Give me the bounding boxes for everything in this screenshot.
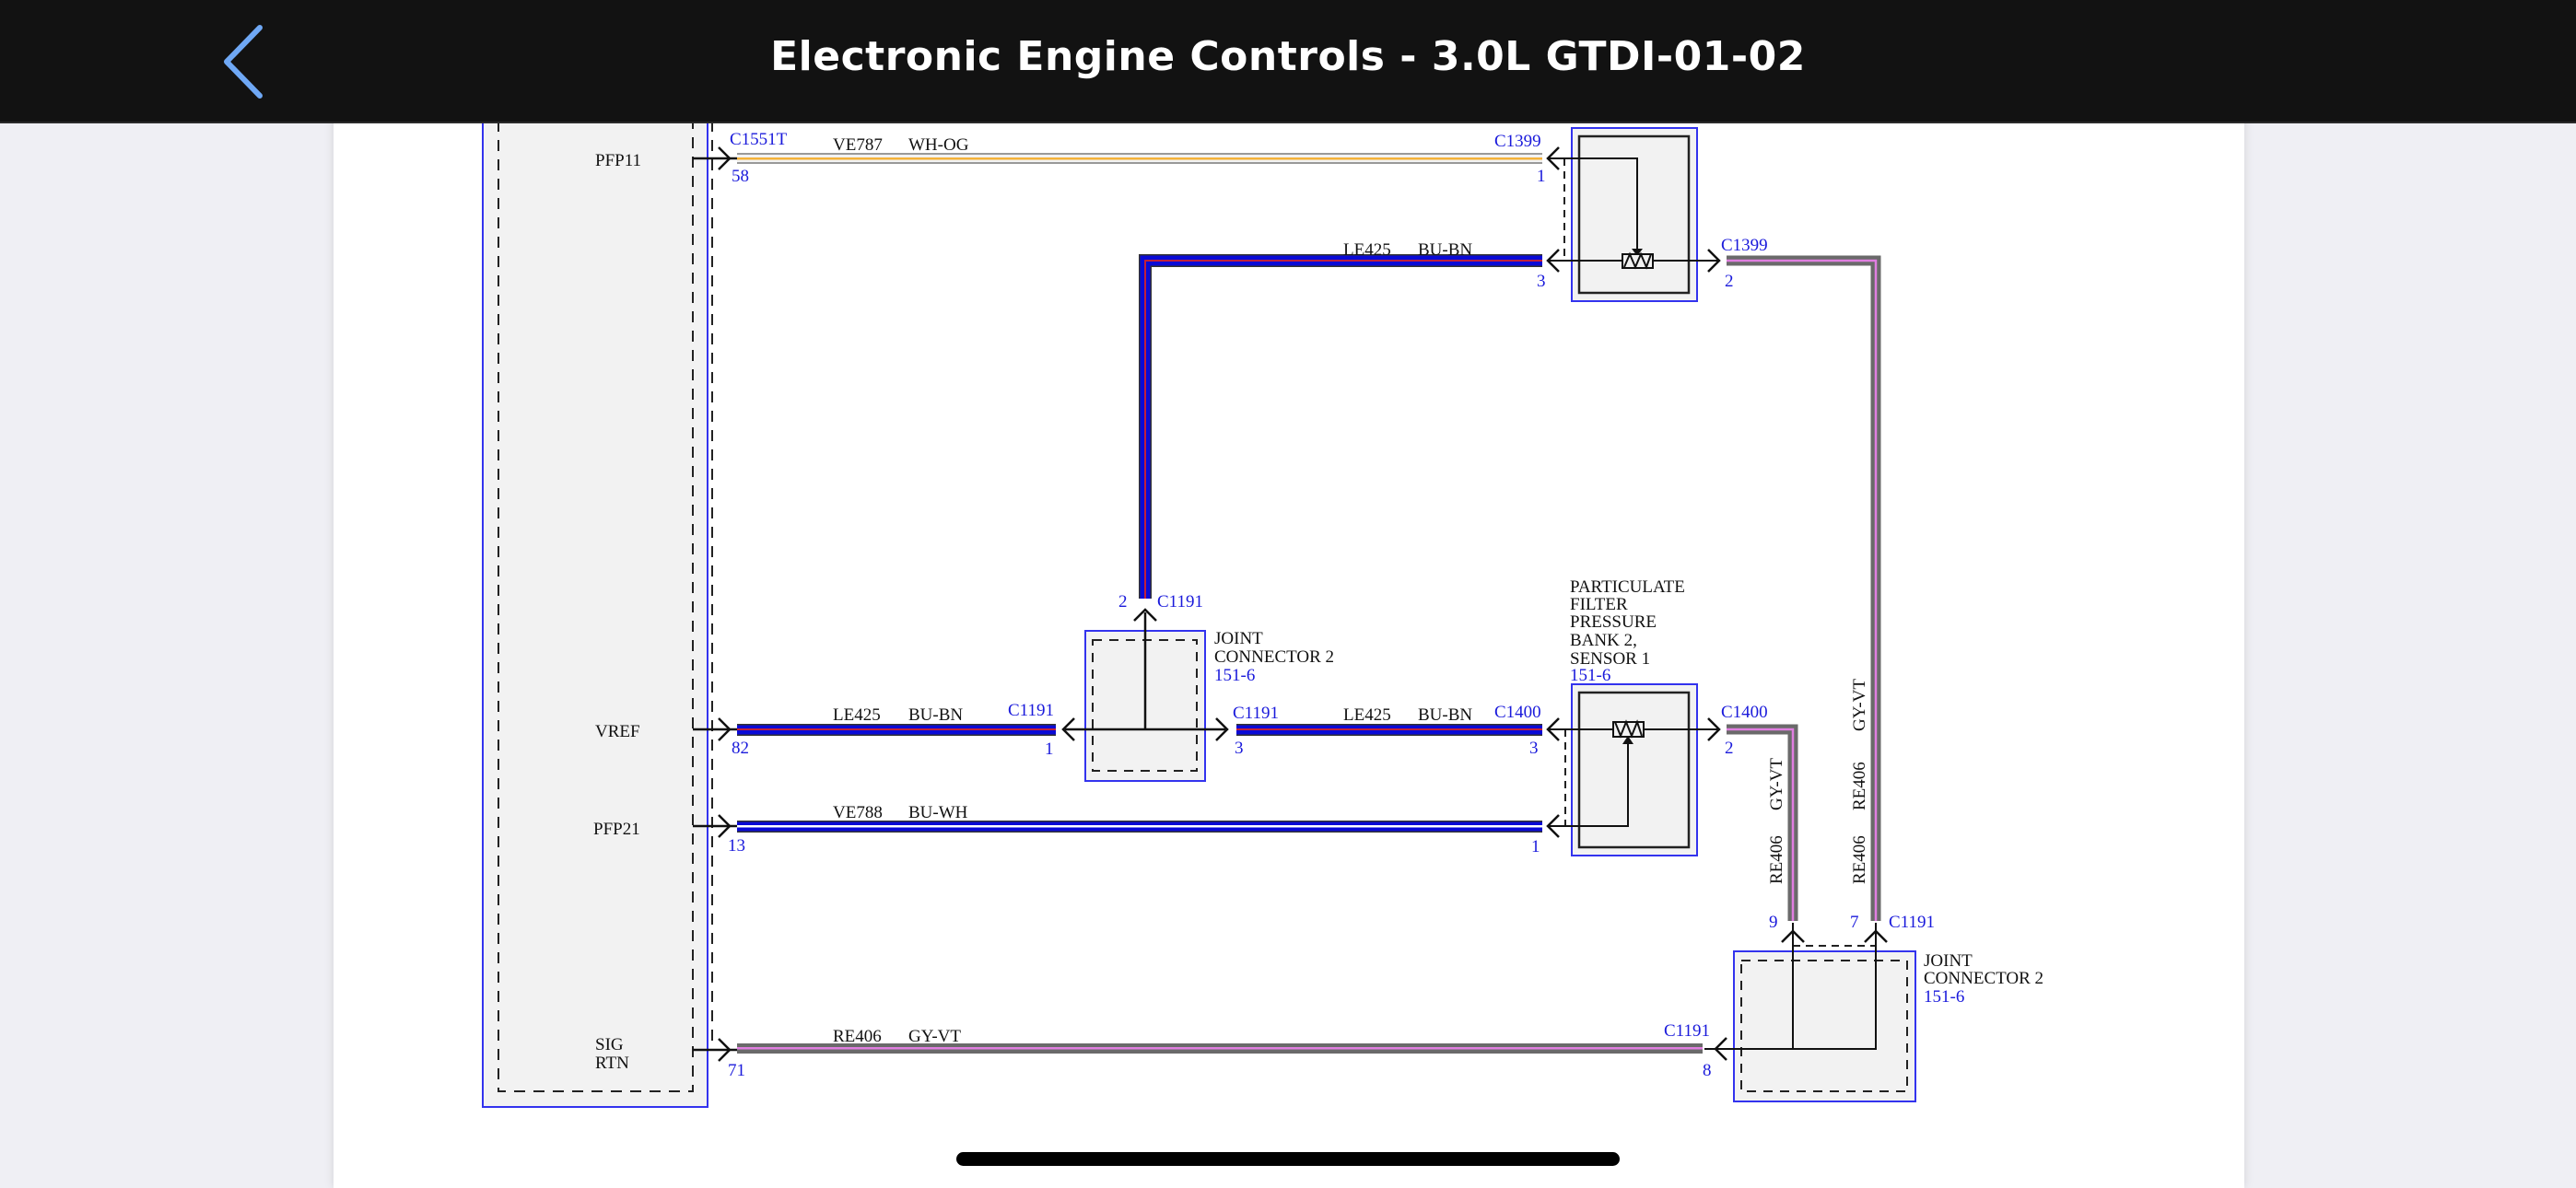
wire-re406-c1400[interactable] — [1727, 724, 1798, 921]
pin-number: 58 — [732, 167, 749, 186]
wire-ve787[interactable] — [737, 153, 1542, 164]
pin-number: 8 — [1703, 1061, 1712, 1080]
wire-color-label: GY-VT — [1850, 679, 1869, 731]
sensor-name: BANK 2, — [1570, 631, 1637, 650]
pin-number: 71 — [728, 1061, 745, 1080]
pin-number: 2 — [1725, 739, 1734, 758]
pin-number: 1 — [1045, 740, 1054, 759]
page-title: Electronic Engine Controls - 3.0L GTDI-0… — [770, 33, 1806, 80]
connector-label: C1191 — [1008, 701, 1054, 720]
pin-label-pfp11: PFP11 — [595, 151, 641, 170]
connector-label: C1191 — [1157, 592, 1203, 611]
sensor-bank2[interactable] — [1546, 683, 1721, 856]
pcm-module — [482, 100, 713, 1108]
pin-label-rtn: RTN — [595, 1054, 629, 1073]
wire-color-label: BU-WH — [908, 803, 968, 822]
pin-number: 3 — [1529, 739, 1539, 758]
joint-connector-bottom[interactable] — [1704, 923, 1916, 1102]
circuit-label: VE788 — [833, 803, 883, 822]
joint-connector-name: JOINT — [1214, 629, 1263, 648]
wire-re406-c1399[interactable] — [1727, 255, 1881, 921]
circuit-label: LE425 — [1343, 240, 1391, 260]
wire-ve788[interactable] — [737, 821, 1542, 833]
joint-connector-top[interactable] — [1061, 608, 1229, 782]
pin-number: 2 — [1725, 272, 1734, 291]
connector-label: C1399 — [1721, 236, 1768, 255]
wire-color-label: GY-VT — [1767, 758, 1786, 810]
sensor-name: SENSOR 1 — [1570, 649, 1650, 669]
joint-connector-ref: 151-6 — [1924, 987, 1964, 1007]
wire-color-label: GY-VT — [908, 1027, 961, 1046]
wire-color-label: BU-BN — [1418, 240, 1472, 260]
connector-label: C1191 — [1664, 1021, 1710, 1041]
pin-number: 1 — [1531, 837, 1540, 856]
pin-number: 13 — [728, 836, 745, 856]
joint-connector-name: CONNECTOR 2 — [1214, 647, 1334, 667]
pin-number: 1 — [1537, 167, 1546, 186]
sensor-bank1[interactable] — [1546, 127, 1721, 302]
wire-color-label: BU-BN — [1418, 705, 1472, 725]
wire-le425-vref[interactable] — [737, 724, 1056, 736]
pin-number: 3 — [1537, 272, 1546, 291]
pin-label-vref: VREF — [595, 722, 640, 741]
back-button[interactable] — [212, 22, 276, 101]
chevron-left-icon — [224, 25, 263, 99]
pin-number: 9 — [1769, 913, 1778, 932]
sensor-name: FILTER — [1570, 595, 1628, 614]
wire-le425-mid[interactable] — [1236, 724, 1542, 736]
joint-connector-name: CONNECTOR 2 — [1924, 969, 2043, 988]
circuit-label: VE787 — [833, 135, 883, 155]
module-pin-stubs — [693, 146, 737, 1062]
connector-label: C1399 — [1494, 132, 1541, 151]
connector-label: C1191 — [1889, 913, 1935, 932]
circuit-label-2: RE406 — [1850, 835, 1869, 884]
sensor-ref: 151-6 — [1570, 666, 1610, 685]
pin-label-pfp21: PFP21 — [593, 820, 640, 839]
wire-le425-top[interactable] — [1139, 254, 1542, 599]
pin-number: 7 — [1850, 913, 1859, 932]
joint-connector-name: JOINT — [1924, 951, 1973, 971]
navigation-bar: Electronic Engine Controls - 3.0L GTDI-0… — [0, 0, 2576, 123]
pin-number: 3 — [1235, 739, 1244, 758]
circuit-label: RE406 — [1850, 762, 1869, 810]
connector-label: C1400 — [1721, 703, 1768, 722]
wire-re406-sigrtn[interactable] — [737, 1043, 1703, 1054]
wire-color-label: BU-BN — [908, 705, 963, 725]
circuit-label: RE406 — [1767, 835, 1786, 884]
circuit-label: LE425 — [1343, 705, 1391, 725]
sensor-name: PRESSURE — [1570, 612, 1657, 632]
circuit-label: LE425 — [833, 705, 881, 725]
pin-label-sig: SIG — [595, 1035, 624, 1054]
sensor-name: PARTICULATE — [1570, 577, 1685, 597]
pin-number: 82 — [732, 739, 749, 758]
circuit-label: RE406 — [833, 1027, 882, 1046]
wire-color-label: WH-OG — [908, 135, 969, 155]
connector-label: C1400 — [1494, 703, 1541, 722]
connector-label: C1551T — [730, 130, 788, 149]
home-indicator[interactable] — [956, 1152, 1620, 1166]
pin-number: 2 — [1118, 592, 1128, 611]
joint-connector-ref: 151-6 — [1214, 666, 1255, 685]
connector-label: C1191 — [1233, 704, 1279, 723]
